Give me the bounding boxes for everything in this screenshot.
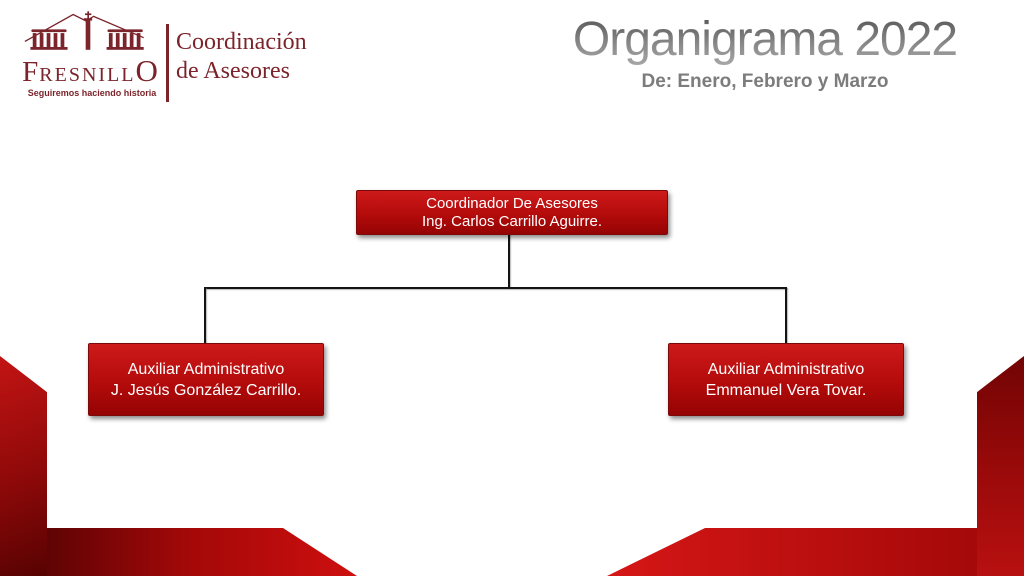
fresnillo-wordmark: FRESNILLO: [14, 54, 166, 94]
org-node-aux-right: Auxiliar Administrativo Emmanuel Vera To…: [668, 343, 904, 416]
org-node-role: Auxiliar Administrativo: [127, 360, 285, 378]
org-node-coordinator: Coordinador De Asesores Ing. Carlos Carr…: [356, 190, 668, 235]
header: Organigrama 2022 De: Enero, Febrero y Ma…: [520, 12, 1010, 93]
page-title: Organigrama 2022: [520, 12, 1010, 67]
page-subtitle: De: Enero, Febrero y Marzo: [641, 71, 889, 92]
unit-name-line1: Coordinación: [176, 29, 307, 55]
wordmark-middle: RESNILL: [39, 64, 136, 86]
org-node-person: Emmanuel Vera Tovar.: [705, 381, 867, 399]
logo-tagline: Seguiremos haciendo historia: [27, 88, 157, 98]
connector-left-down: [204, 287, 206, 343]
ribbon-bottom-left-vertical: [0, 356, 47, 576]
ribbon-bottom-right-horizontal: [607, 528, 977, 576]
org-node-person: Ing. Carlos Carrillo Aguirre.: [421, 212, 603, 230]
org-node-aux-left: Auxiliar Administrativo J. Jesús Gonzále…: [88, 343, 324, 416]
org-node-person: J. Jesús González Carrillo.: [110, 381, 302, 399]
fresnillo-logo: FRESNILLO Seguiremos haciendo historia C…: [14, 6, 324, 106]
unit-name: Coordinación de Asesores: [176, 28, 346, 86]
unit-name-line2: de Asesores: [176, 58, 290, 84]
wordmark-initial: F: [22, 56, 40, 88]
ribbon-bottom-right-vertical: [977, 356, 1024, 576]
org-node-role: Auxiliar Administrativo: [707, 360, 865, 378]
org-node-role: Coordinador De Asesores: [426, 194, 598, 212]
fresnillo-monument-icon: [24, 11, 144, 50]
logo-divider: [166, 24, 169, 102]
connector-right-down: [785, 287, 787, 343]
connector-root-down: [508, 233, 510, 288]
connector-horizontal: [204, 287, 787, 289]
ribbon-bottom-left-horizontal: [47, 528, 357, 576]
wordmark-terminal: O: [135, 53, 158, 88]
